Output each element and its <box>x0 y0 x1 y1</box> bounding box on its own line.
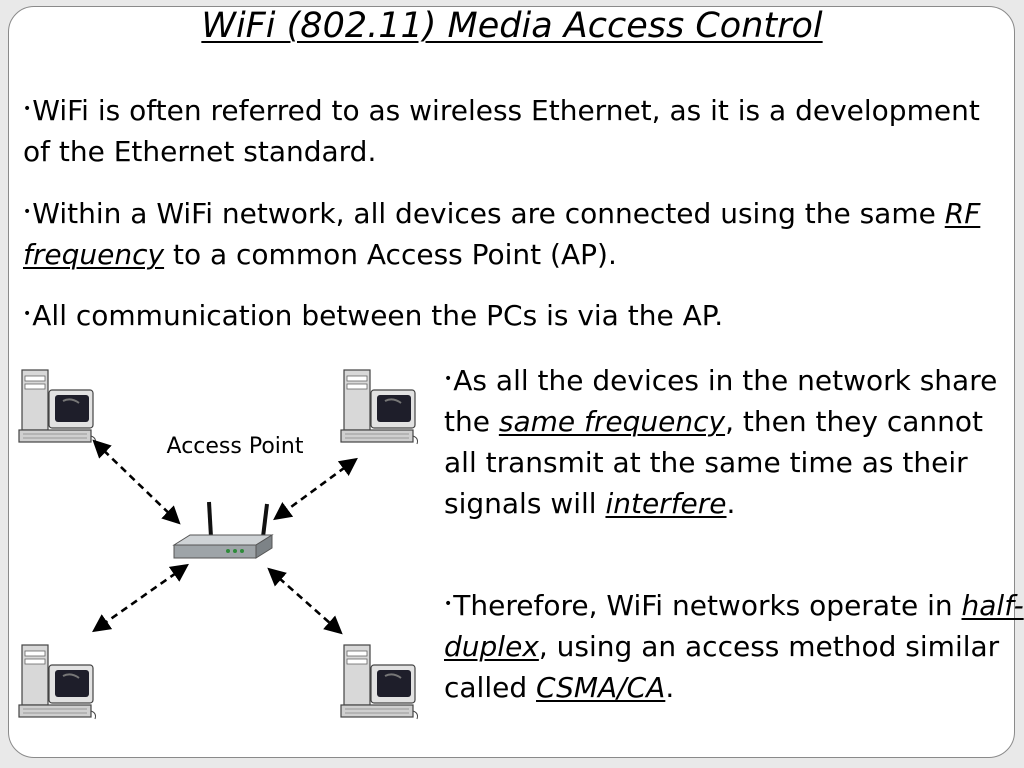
bullet-text: As all the devices in the network share … <box>444 364 998 438</box>
bullet-wifi-ethernet: •WiFi is often referred to as wireless E… <box>23 89 983 172</box>
bullet-dot: • <box>444 596 453 612</box>
emphasis-interfere: interfere <box>605 487 727 520</box>
access-point-label: Access Point <box>166 434 304 459</box>
network-diagram <box>18 369 419 720</box>
slide-title: WiFi (802.11) Media Access Control <box>201 6 823 46</box>
bullet-via-ap: •All communication between the PCs is vi… <box>23 294 983 336</box>
wireless-router-icon <box>172 501 274 559</box>
bullet-text: , using an access method similar called <box>444 630 1000 704</box>
bullet-rf-frequency: •Within a WiFi network, all devices are … <box>23 192 1003 275</box>
desktop-computer-icon <box>18 644 97 720</box>
bullet-text: Within a WiFi network, all devices are c… <box>32 197 945 230</box>
desktop-computer-icon <box>340 644 419 720</box>
arrow-bottom-right <box>267 567 343 635</box>
bullet-same-frequency: •As all the devices in the network share… <box>444 359 1004 524</box>
desktop-computer-icon <box>340 369 419 445</box>
bullet-dot: • <box>23 204 32 220</box>
arrow-bottom-left <box>92 563 189 633</box>
bullet-text: to a common Access Point (AP). <box>164 238 617 271</box>
bullet-dot: • <box>23 101 32 117</box>
bullet-text: . <box>665 671 675 704</box>
bullet-half-duplex: •Therefore, WiFi networks operate in hal… <box>444 584 1024 708</box>
slide-frame <box>8 6 1015 758</box>
arrow-top-left <box>92 439 181 525</box>
bullet-text: . <box>726 487 736 520</box>
bullet-dot: • <box>23 306 32 322</box>
bullet-text: All communication between the PCs is via… <box>32 299 724 332</box>
signal-arrows <box>92 439 358 635</box>
emphasis-rf-frequency: RF frequency <box>23 197 981 271</box>
bullet-text: Therefore, WiFi networks operate in <box>453 589 962 622</box>
emphasis-half-duplex: half-duplex <box>444 589 1024 663</box>
desktop-computer-icon <box>18 369 97 445</box>
emphasis-same-frequency: same frequency <box>498 405 726 438</box>
emphasis-csma-ca: CSMA/CA <box>536 671 666 704</box>
bullet-dot: • <box>444 371 453 387</box>
arrow-top-right <box>273 457 358 521</box>
bullet-text: , then they cannot all transmit at the s… <box>444 405 984 520</box>
bullet-text: WiFi is often referred to as wireless Et… <box>23 94 980 168</box>
